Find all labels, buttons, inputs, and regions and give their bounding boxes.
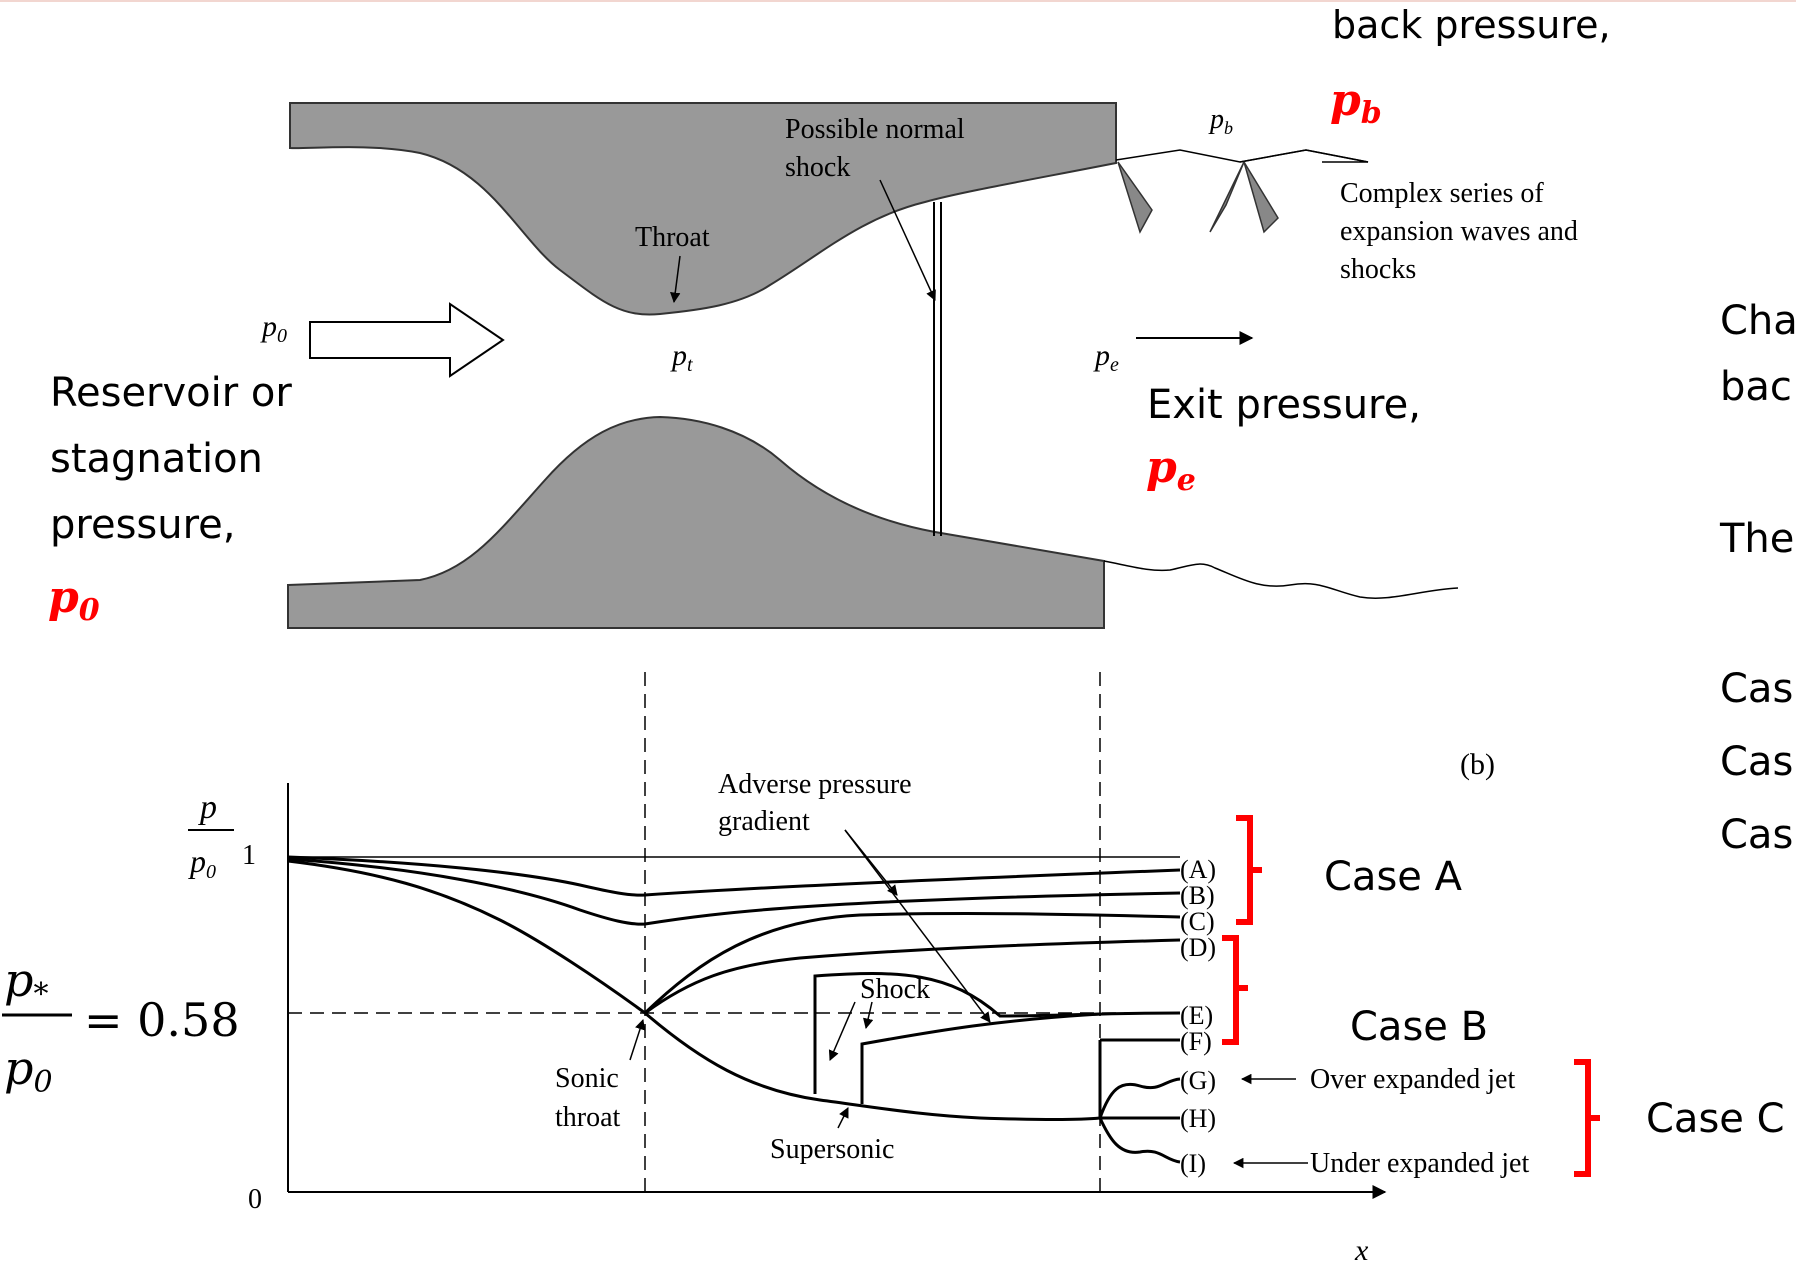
upper-wall bbox=[289, 102, 1117, 316]
pressure-plot bbox=[287, 672, 1387, 1199]
case-a-label: Case A bbox=[1324, 854, 1463, 900]
curve-subsonic-supersonic bbox=[644, 1011, 1101, 1121]
curve-e bbox=[813, 972, 1181, 1094]
critical-ratio-value: = 0.58 bbox=[84, 993, 240, 1047]
curve-label-h: (H) bbox=[1180, 1104, 1216, 1133]
supersonic-label: Supersonic bbox=[770, 1134, 894, 1165]
complex-label-1: Complex series of bbox=[1340, 178, 1544, 209]
svg-text:p: p bbox=[198, 789, 217, 826]
critical-ratio: p* p0 bbox=[2, 953, 72, 1100]
tick-zero: 0 bbox=[248, 1184, 262, 1215]
throat-label: Throat bbox=[635, 222, 710, 253]
adverse-label-1: Adverse pressure bbox=[718, 769, 912, 800]
case-b-label: Case B bbox=[1350, 1004, 1488, 1050]
pb-figure-label: pb bbox=[1208, 104, 1233, 138]
curve-label-b: (B) bbox=[1180, 881, 1215, 910]
right-cut-text-2: bac bbox=[1720, 364, 1792, 410]
expansion-fan-1 bbox=[1117, 161, 1153, 234]
possible-shock-label-2: shock bbox=[785, 152, 850, 183]
right-cut-text-5: Cas bbox=[1720, 739, 1793, 785]
nozzle bbox=[287, 102, 1459, 629]
tick-one: 1 bbox=[242, 840, 256, 871]
curve-label-d: (D) bbox=[1180, 933, 1216, 962]
right-cut-text-6: Cas bbox=[1720, 812, 1793, 858]
svg-text:p0: p0 bbox=[188, 843, 216, 883]
case-b-bracket bbox=[1222, 935, 1248, 1045]
curve-c bbox=[287, 859, 1181, 1015]
curve-label-g: (G) bbox=[1180, 1066, 1216, 1095]
sonic-leader bbox=[629, 1019, 646, 1061]
svg-text:p*: p* bbox=[4, 953, 48, 1012]
sonic-label-1: Sonic bbox=[555, 1063, 619, 1094]
inflow-arrow bbox=[309, 302, 505, 378]
reservoir-label-3: pressure, bbox=[50, 502, 236, 548]
curve-label-c: (C) bbox=[1180, 907, 1215, 936]
curve-label-a: (A) bbox=[1180, 855, 1216, 884]
adverse-leader-2 bbox=[844, 829, 991, 1023]
adverse-label-2: gradient bbox=[718, 806, 810, 837]
x-axis-label: x bbox=[1354, 1234, 1369, 1267]
p0-figure-label: p0 bbox=[260, 310, 287, 347]
case-a-bracket bbox=[1236, 815, 1262, 925]
sonic-label-2: throat bbox=[555, 1102, 621, 1133]
shock-leader-2 bbox=[863, 1001, 874, 1030]
curve-i bbox=[1098, 1117, 1181, 1164]
back-pressure-label: back pressure, bbox=[1332, 3, 1611, 47]
panel-b-label: (b) bbox=[1460, 748, 1495, 781]
supersonic-leader bbox=[837, 1107, 849, 1129]
curve-g bbox=[1098, 1077, 1181, 1119]
expansion-fan-3 bbox=[1243, 161, 1279, 234]
reservoir-label-2: stagnation bbox=[50, 436, 263, 482]
svg-text:p0: p0 bbox=[4, 1041, 53, 1100]
pt-figure-label: pt bbox=[670, 339, 693, 376]
complex-label-3: shocks bbox=[1340, 254, 1416, 285]
jet-lower-boundary bbox=[1103, 560, 1459, 599]
shock-label: Shock bbox=[860, 974, 930, 1005]
right-cut-text-3: The bbox=[1719, 516, 1794, 562]
shock-leader bbox=[879, 179, 936, 301]
shock-leader-1 bbox=[828, 1001, 856, 1061]
curve-b bbox=[287, 857, 1181, 926]
pb-red-symbol: pb bbox=[1330, 75, 1382, 131]
case-c-bracket bbox=[1574, 1059, 1600, 1177]
complex-label-2: expansion waves and bbox=[1340, 216, 1578, 247]
throat-leader bbox=[670, 255, 681, 304]
under-expanded-label: Under expanded jet bbox=[1310, 1148, 1529, 1179]
curve-labels: (A) (B) (C) (D) (E) (F) (G) (H) (I) bbox=[1180, 855, 1216, 1178]
reservoir-label-1: Reservoir or bbox=[50, 370, 292, 416]
lower-wall bbox=[287, 415, 1105, 629]
jet-upper-boundary bbox=[1115, 149, 1369, 163]
over-expanded-label: Over expanded jet bbox=[1310, 1064, 1515, 1095]
possible-shock-label-1: Possible normal bbox=[785, 114, 965, 145]
right-cut-text-4: Cas bbox=[1720, 666, 1793, 712]
curve-d bbox=[644, 938, 1181, 1015]
pe-figure-label: pe bbox=[1093, 339, 1119, 376]
case-c-label: Case C bbox=[1646, 1096, 1785, 1142]
exit-pressure-label: Exit pressure, bbox=[1147, 382, 1421, 428]
curve-label-f: (F) bbox=[1180, 1027, 1212, 1056]
y-axis-label: p p0 bbox=[188, 789, 234, 883]
p0-red-symbol: p0 bbox=[48, 572, 100, 628]
expansion-fan-2 bbox=[1209, 161, 1245, 233]
curve-label-e: (E) bbox=[1180, 1001, 1213, 1030]
curve-f bbox=[860, 1012, 1101, 1104]
pe-red-symbol: pe bbox=[1146, 442, 1196, 498]
right-cut-text-1: Cha bbox=[1720, 298, 1796, 344]
curve-label-i: (I) bbox=[1180, 1149, 1206, 1178]
jet-upper-boundary-2 bbox=[1239, 149, 1369, 163]
